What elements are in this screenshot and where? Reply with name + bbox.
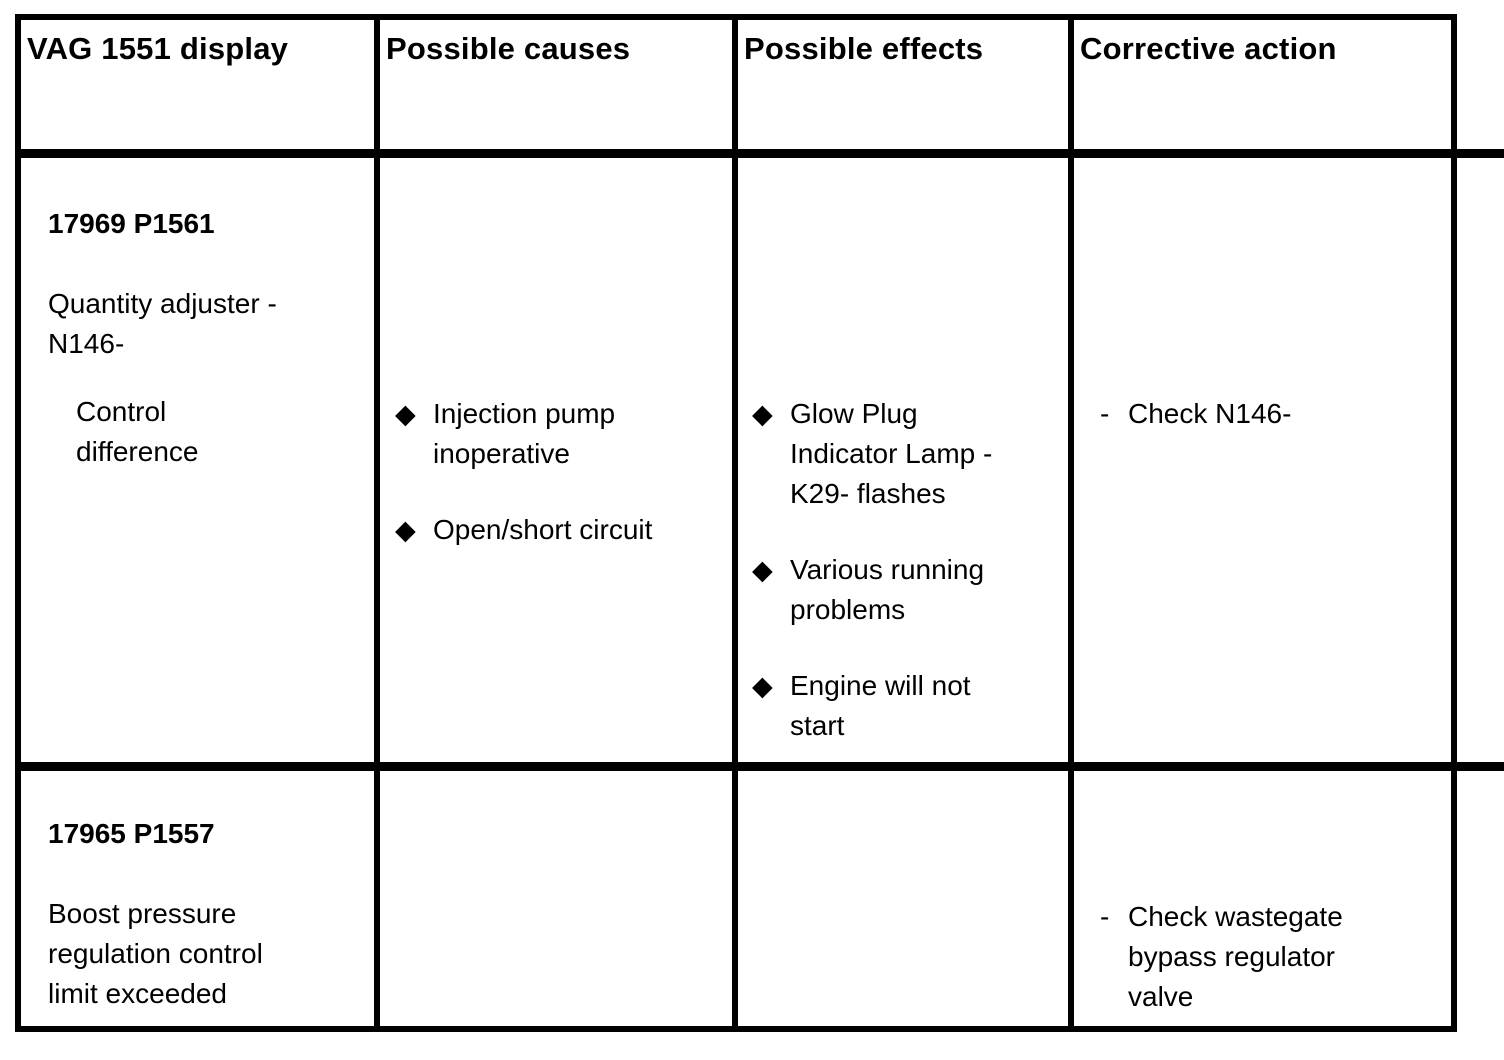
- cause-item: ◆ Open/short circuit: [395, 510, 722, 550]
- diagnostic-table: VAG 1551 display Possible causes Possibl…: [15, 14, 1457, 1032]
- row-divider-line: [15, 762, 1504, 771]
- fault-code: 17965 P1557: [48, 818, 215, 849]
- diamond-bullet-icon: ◆: [752, 399, 773, 429]
- header-possible-causes: Possible causes: [380, 20, 738, 158]
- cell-display-row2: 17965 P1557 Boost pressure regulation co…: [21, 772, 380, 1026]
- effect-text: Engine will not start: [790, 670, 971, 741]
- diamond-bullet-icon: ◆: [395, 515, 416, 545]
- fault-sub-description: Control difference: [76, 396, 199, 467]
- header-corrective-action: Corrective action: [1080, 31, 1337, 66]
- effect-item: ◆ Glow Plug Indicator Lamp - K29- flashe…: [752, 394, 1058, 514]
- fault-description: Quantity adjuster - N146-: [48, 288, 277, 359]
- cause-text: Injection pump inoperative: [433, 398, 616, 469]
- action-item: - Check N146-: [1100, 394, 1441, 434]
- header-vag-1551-display: VAG 1551 display: [21, 20, 380, 158]
- action-text: Check N146-: [1128, 398, 1292, 429]
- cause-item: ◆ Injection pump inoperative: [395, 394, 722, 474]
- diamond-bullet-icon: ◆: [752, 555, 773, 585]
- cell-causes-row2: [380, 772, 738, 1026]
- fault-description: Boost pressure regulation control limit …: [48, 898, 263, 1009]
- cell-effects-row2: [738, 772, 1074, 1026]
- effect-item: ◆ Engine will not start: [752, 666, 1058, 746]
- diamond-bullet-icon: ◆: [395, 399, 416, 429]
- header-divider-line: [15, 149, 1504, 158]
- cell-display-row1: 17969 P1561 Quantity adjuster - N146- Co…: [21, 158, 380, 772]
- dash-bullet-icon: -: [1100, 901, 1110, 932]
- cell-action-row2: - Check wastegate bypass regulator valve: [1074, 772, 1451, 1026]
- header-possible-effects: Possible effects: [738, 20, 1074, 158]
- action-item: - Check wastegate bypass regulator valve: [1100, 897, 1441, 1017]
- cell-causes-row1: ◆ Injection pump inoperative ◆ Open/shor…: [380, 158, 738, 772]
- cause-text: Open/short circuit: [433, 514, 653, 545]
- effect-text: Various running problems: [790, 554, 985, 625]
- dash-bullet-icon: -: [1100, 398, 1110, 429]
- cell-action-row1: - Check N146-: [1074, 158, 1451, 772]
- effect-text: Glow Plug Indicator Lamp - K29- flashes: [790, 398, 993, 509]
- cell-effects-row1: ◆ Glow Plug Indicator Lamp - K29- flashe…: [738, 158, 1074, 772]
- fault-code: 17969 P1561: [48, 208, 215, 239]
- diamond-bullet-icon: ◆: [752, 671, 773, 701]
- effect-item: ◆ Various running problems: [752, 550, 1058, 630]
- action-text: Check wastegate bypass regulator valve: [1128, 901, 1343, 1012]
